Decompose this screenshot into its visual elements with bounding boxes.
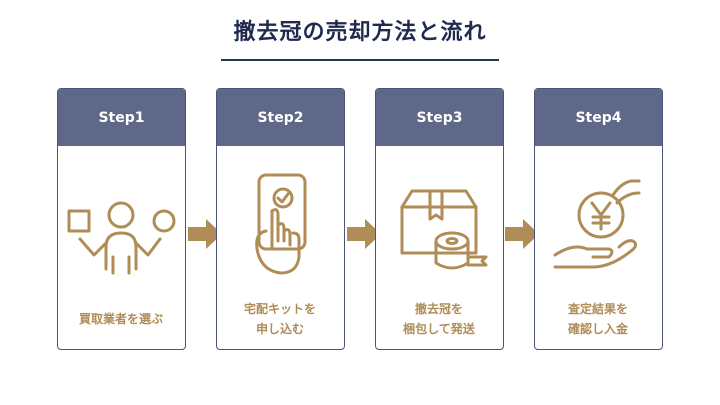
- step-label-2-line1: 宅配キットを: [243, 302, 316, 316]
- step-header-1: Step1: [58, 89, 185, 146]
- arrow-right-icon: [505, 219, 539, 249]
- step-label-2: 宅配キットを 申し込む: [217, 299, 343, 339]
- step-card-1: Step1 買取業者を選ぶ: [57, 88, 186, 350]
- page-title: 撤去冠の売却方法と流れ: [233, 20, 487, 45]
- step-label-4-line2: 確認し入金: [567, 322, 628, 336]
- step-label-1: 買取業者を選ぶ: [58, 309, 184, 329]
- step-label-3-line2: 梱包して発送: [403, 322, 475, 336]
- yen-coin-hand-icon: [535, 169, 661, 279]
- arrow-right-icon: [188, 219, 222, 249]
- step-card-2: Step2 宅配キットを 申し込む: [216, 88, 345, 350]
- step-header-2: Step2: [217, 89, 344, 146]
- step-card-4: Step4 査定結果を 確認し入金: [534, 88, 663, 350]
- person-choosing-icon: [58, 169, 184, 279]
- step-label-3-line1: 撤去冠を: [414, 302, 463, 316]
- step-header-4: Step4: [535, 89, 662, 146]
- step-label-4-line1: 査定結果を: [567, 302, 628, 316]
- step-label-4: 査定結果を 確認し入金: [535, 299, 661, 339]
- step-label-2-line2: 申し込む: [255, 322, 304, 336]
- step-label-1-line1: 買取業者を選ぶ: [78, 312, 163, 326]
- arrow-right-icon: [347, 219, 381, 249]
- title-underline: [221, 59, 499, 61]
- step-header-3: Step3: [376, 89, 503, 146]
- box-and-tape-icon: [376, 169, 502, 279]
- step-card-3: Step3 撤去冠を 梱包して発送: [375, 88, 504, 350]
- step-label-3: 撤去冠を 梱包して発送: [376, 299, 502, 339]
- smartphone-tap-icon: [217, 169, 343, 279]
